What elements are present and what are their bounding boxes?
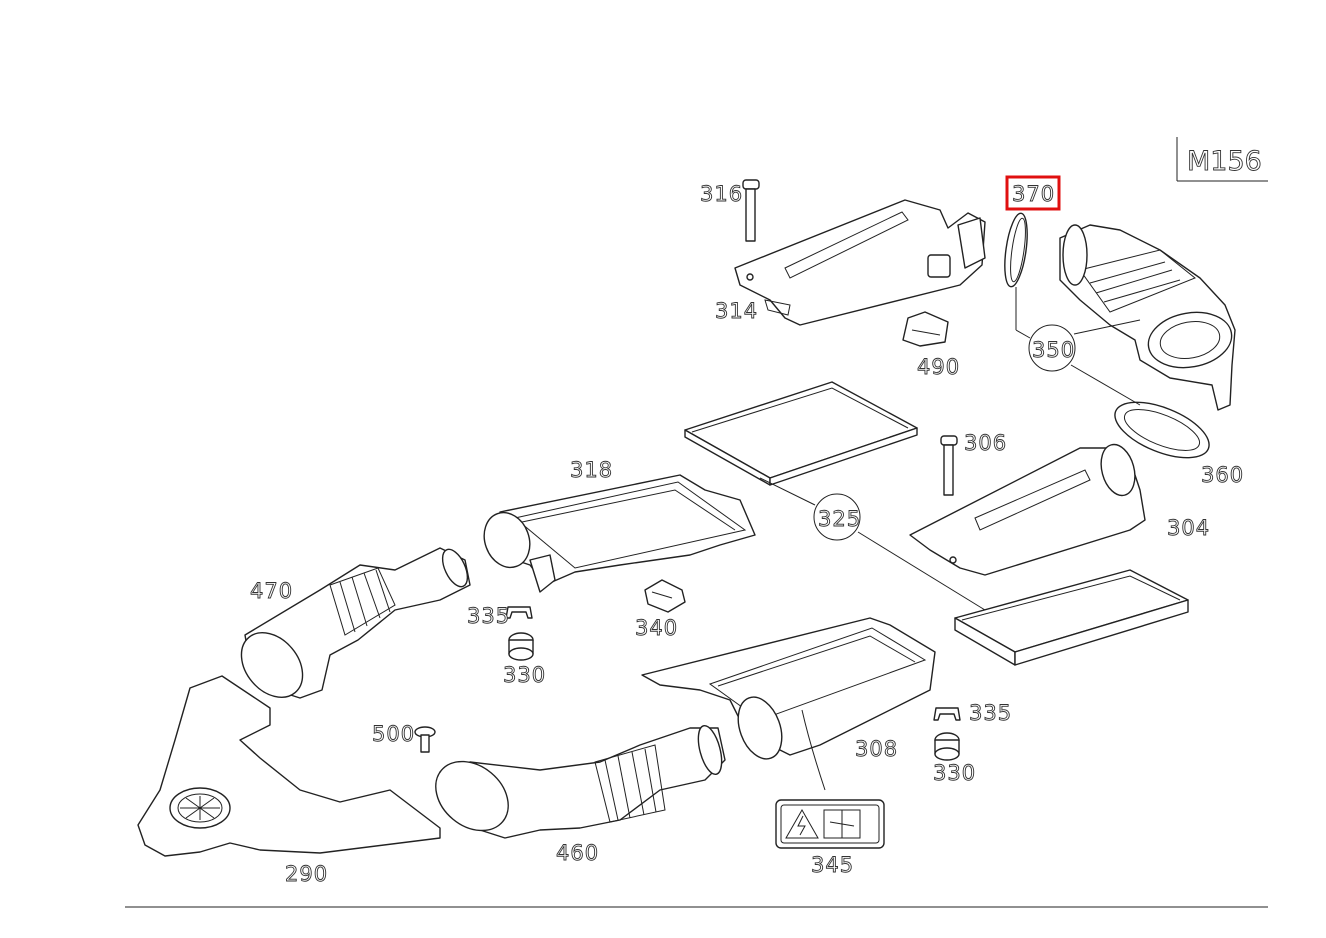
warning-label-345[interactable] [775, 799, 885, 849]
callout-318[interactable]: 318 [570, 458, 613, 483]
hose-470[interactable] [229, 546, 473, 710]
upper-airbox-cover[interactable] [734, 199, 986, 326]
seal-360[interactable] [1107, 391, 1216, 469]
bolt-306[interactable] [940, 435, 958, 564]
panel-290[interactable] [137, 675, 441, 857]
callout-335-right[interactable]: 335 [969, 701, 1012, 726]
duct-490[interactable] [902, 311, 949, 347]
engine-code-box: M156 [1176, 137, 1268, 182]
callout-345[interactable]: 345 [811, 853, 854, 878]
intake-pipe-350[interactable] [1059, 224, 1236, 411]
hose-460[interactable] [422, 723, 726, 844]
callout-350[interactable]: 350 [1032, 338, 1075, 363]
callout-325[interactable]: 325 [818, 507, 861, 532]
callout-335-left[interactable]: 335 [467, 604, 510, 629]
seal-370[interactable] [1001, 212, 1031, 288]
callout-labels: 316 314 490 370 350 360 306 304 318 325 … [250, 182, 1244, 887]
callout-370[interactable]: 370 [1012, 182, 1055, 207]
bracket-340[interactable] [644, 579, 686, 613]
callout-340[interactable]: 340 [635, 616, 678, 641]
grommet-314[interactable] [746, 273, 754, 281]
callout-500[interactable]: 500 [372, 722, 415, 747]
callout-360[interactable]: 360 [1201, 463, 1244, 488]
callout-490[interactable]: 490 [917, 355, 960, 380]
callout-290[interactable]: 290 [285, 862, 328, 887]
filter-housing-318[interactable] [477, 474, 756, 593]
callout-308[interactable]: 308 [855, 737, 898, 762]
grommet-330-left[interactable] [508, 632, 534, 661]
filter-element-upper[interactable] [684, 381, 918, 486]
callout-circles [813, 324, 1076, 541]
callout-306[interactable]: 306 [964, 431, 1007, 456]
bolt-500[interactable] [414, 726, 436, 753]
clip-335-left[interactable] [505, 606, 533, 619]
leader-lines [125, 287, 1268, 908]
callout-314[interactable]: 314 [715, 299, 758, 324]
highlight-box-370 [1005, 175, 1061, 211]
callout-460[interactable]: 460 [556, 841, 599, 866]
callout-470[interactable]: 470 [250, 579, 293, 604]
callout-304[interactable]: 304 [1167, 516, 1210, 541]
engine-code-label: M156 [1187, 146, 1262, 177]
filter-element-lower[interactable] [954, 569, 1189, 666]
filter-housing-308[interactable] [641, 617, 936, 791]
grommet-330-right[interactable] [934, 732, 960, 761]
bolt-316[interactable] [742, 179, 760, 242]
callout-316[interactable]: 316 [700, 182, 743, 207]
callout-330-right[interactable]: 330 [933, 761, 976, 786]
callout-330-left[interactable]: 330 [503, 663, 546, 688]
clip-335-right[interactable] [933, 707, 961, 721]
